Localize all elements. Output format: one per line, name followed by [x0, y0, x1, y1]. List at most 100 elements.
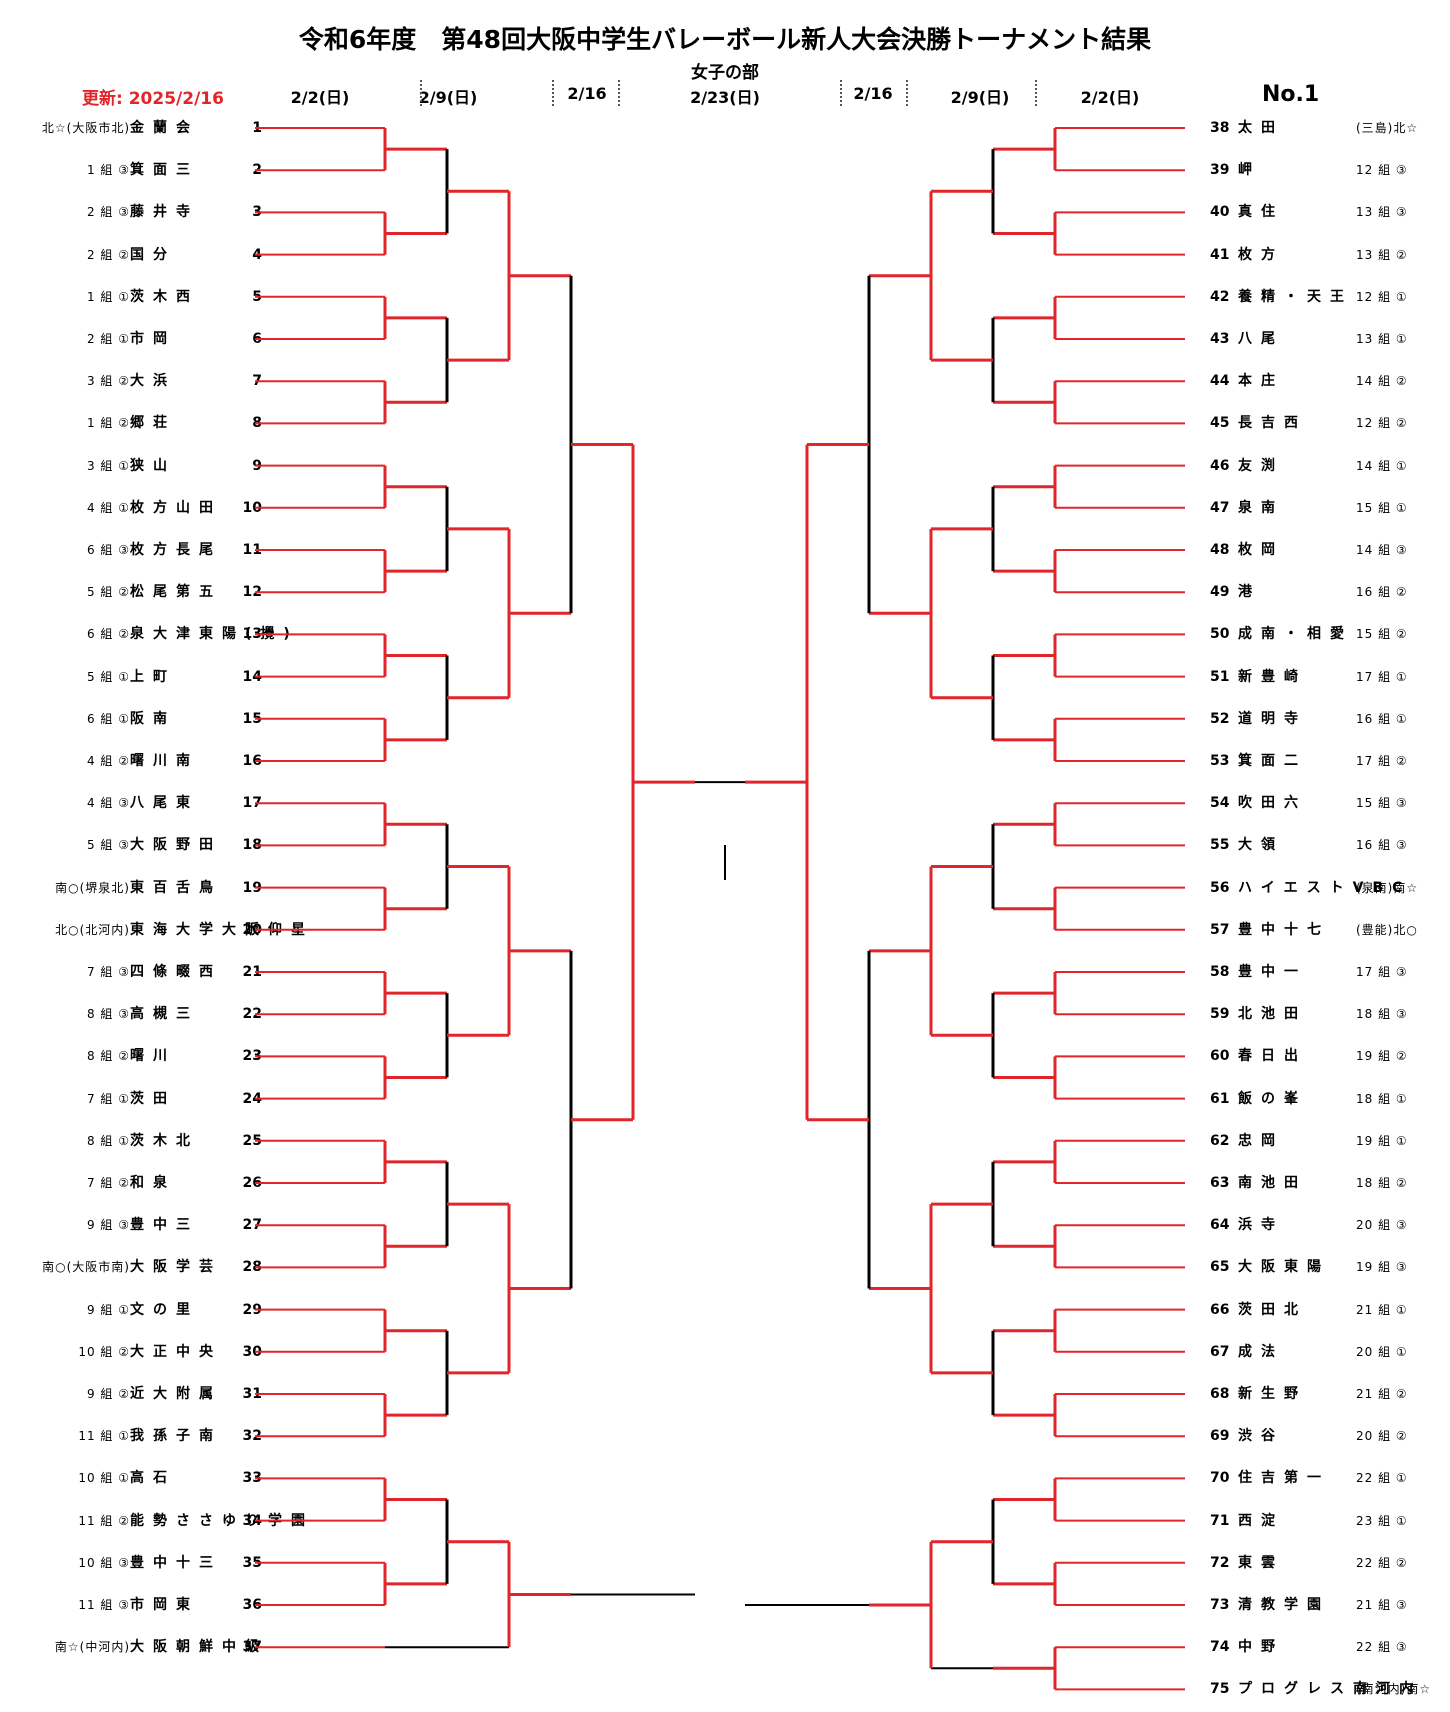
team-group: 12 組 ③	[1356, 163, 1408, 178]
team-group: 19 組 ①	[1356, 1133, 1408, 1148]
team-group: 3 組 ②	[86, 374, 130, 389]
team-number: 29	[242, 1301, 262, 1318]
team-name: 真住	[1238, 204, 1284, 221]
team-group: 1 組 ③	[86, 163, 130, 178]
team-name: 大正中央	[130, 1343, 222, 1360]
team-name: 成南・相愛	[1238, 626, 1353, 643]
team-number: 73	[1210, 1597, 1230, 1613]
team-name: 大阪朝鮮中級	[130, 1639, 268, 1656]
team-group: 18 組 ③	[1356, 1007, 1408, 1022]
team-number: 42	[1210, 288, 1230, 305]
team-group: 15 組 ①	[1356, 500, 1408, 515]
team-number: 64	[1210, 1217, 1230, 1234]
team-number: 62	[1210, 1132, 1230, 1149]
team-name: 八尾東	[130, 795, 199, 812]
team-number: 61	[1210, 1090, 1230, 1107]
date-right-round3: 2/16	[853, 84, 893, 103]
team-name: 大阪野田	[130, 837, 222, 854]
team-name: 岬	[1238, 162, 1261, 179]
team-name: 我孫子南	[130, 1428, 222, 1445]
team-group: 14 組 ②	[1356, 374, 1408, 389]
team-number: 58	[1210, 964, 1230, 980]
team-number: 69	[1210, 1428, 1230, 1445]
page-number: No.1	[1262, 82, 1320, 107]
team-name: 東雲	[1238, 1554, 1284, 1571]
team-number: 24	[242, 1090, 262, 1107]
team-group: 6 組 ②	[86, 627, 130, 642]
team-number: 52	[1210, 710, 1230, 727]
team-name: 文の里	[130, 1301, 199, 1318]
team-number: 15	[242, 710, 262, 727]
team-group: 3 組 ①	[86, 458, 130, 473]
team-name: 本庄	[1238, 373, 1284, 390]
team-name: 太田	[1238, 120, 1284, 136]
team-group: 14 組 ③	[1356, 543, 1408, 557]
team-number: 55	[1210, 837, 1230, 854]
team-name: 大浜	[130, 373, 176, 390]
team-group: (泉南)南☆	[1356, 880, 1419, 895]
division-subtitle: 女子の部	[691, 63, 759, 83]
team-name: 泉南	[1238, 499, 1284, 516]
team-name: 曙川南	[130, 753, 199, 769]
team-number: 48	[1210, 542, 1230, 558]
team-group: 4 組 ②	[86, 754, 130, 768]
team-number: 22	[242, 1006, 262, 1023]
team-group: 10 組 ②	[78, 1344, 130, 1359]
team-number: 28	[242, 1259, 262, 1276]
team-number: 30	[242, 1343, 262, 1360]
date-separator	[420, 80, 422, 106]
team-name: 南池田	[1238, 1175, 1307, 1191]
team-group: 南○(堺泉北)	[55, 880, 130, 895]
team-group: 11 組 ②	[78, 1513, 130, 1528]
date-separator	[1035, 80, 1037, 106]
team-name: 新生野	[1238, 1386, 1307, 1402]
team-group: 22 組 ②	[1356, 1555, 1408, 1570]
team-name: 道明寺	[1238, 710, 1307, 727]
team-group: 21 組 ②	[1356, 1387, 1408, 1401]
team-group: 6 組 ③	[86, 543, 130, 557]
date-left-round1: 2/2(日)	[290, 88, 350, 107]
team-name: 茨木西	[130, 288, 199, 305]
team-name: 東百舌鳥	[130, 879, 222, 896]
date-left-round2: 2/9(日)	[418, 88, 478, 107]
team-number: 41	[1210, 246, 1230, 263]
team-number: 71	[1210, 1512, 1230, 1529]
team-name: 北池田	[1238, 1006, 1307, 1023]
team-number: 25	[242, 1132, 262, 1149]
team-group: 10 組 ①	[78, 1471, 130, 1486]
team-number: 66	[1210, 1301, 1230, 1318]
team-name: 住吉第一	[1238, 1470, 1330, 1487]
date-separator	[906, 80, 908, 106]
team-name: 大領	[1238, 837, 1284, 854]
team-group: 10 組 ③	[78, 1555, 130, 1570]
team-number: 72	[1210, 1554, 1230, 1571]
team-group: 6 組 ①	[86, 711, 130, 726]
team-number: 14	[242, 668, 262, 685]
team-name: 吹田六	[1238, 795, 1307, 812]
team-name: 箕面二	[1238, 753, 1307, 769]
team-name: 清教学園	[1238, 1597, 1330, 1613]
team-group: 9 組 ③	[86, 1218, 130, 1233]
